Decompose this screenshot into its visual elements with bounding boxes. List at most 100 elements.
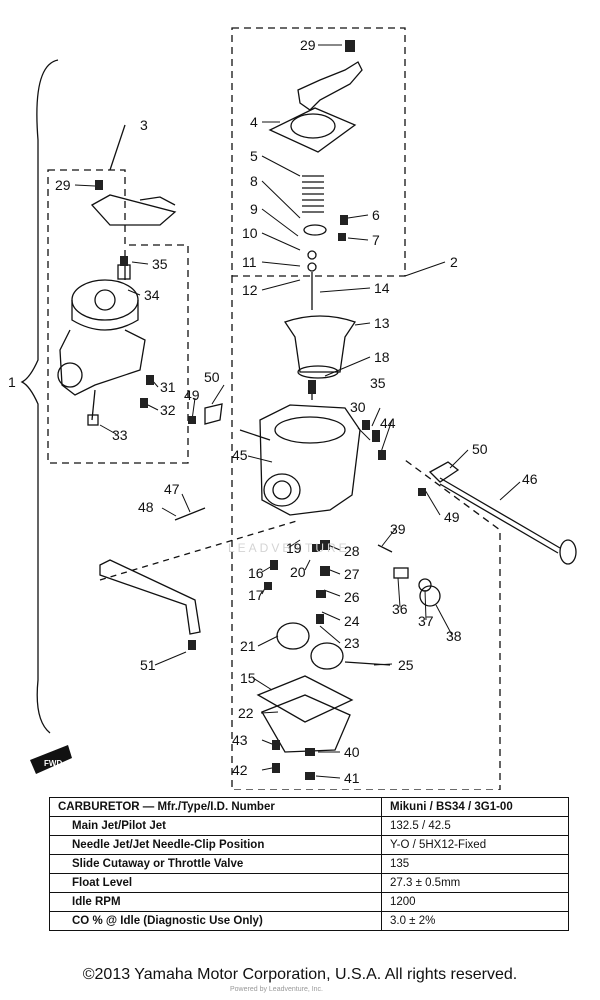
callout-11: 11 — [242, 254, 257, 270]
callout-18: 18 — [374, 349, 390, 365]
float-bowl — [261, 694, 351, 753]
top-cap — [268, 107, 357, 153]
copyright-notice: ©2013 Yamaha Motor Corporation, U.S.A. A… — [82, 966, 518, 983]
dashed-box-part-2 — [231, 27, 406, 277]
callout-37: 37 — [418, 613, 434, 629]
watermark: LEADVENTURE — [228, 541, 350, 555]
callout-36: 36 — [392, 601, 408, 617]
mini-carburetor-assembly — [57, 194, 177, 426]
spec-label: Slide Cutaway or Throttle Valve — [49, 854, 382, 874]
credit-watermark: Powered by Leadventure, Inc. — [230, 986, 324, 993]
callout-4: 4 — [250, 114, 258, 130]
callout-5: 5 — [250, 148, 258, 164]
callout-41: 41 — [344, 770, 360, 786]
carburetor-body — [259, 404, 361, 516]
callout-24: 24 — [344, 613, 360, 629]
front-direction-indicator: FWD — [30, 745, 72, 774]
callout-25: 25 — [398, 657, 414, 673]
callout-12: 12 — [242, 282, 258, 298]
spec-row: Idle RPM 1200 — [49, 892, 569, 912]
callout-49-right: 49 — [444, 509, 460, 525]
callout-29-left: 29 — [55, 177, 71, 193]
spec-label: Float Level — [49, 873, 382, 893]
throttle-shaft — [439, 477, 561, 549]
spec-header-value: Mikuni / BS34 / 3G1-00 — [381, 797, 569, 817]
callout-22: 22 — [238, 705, 254, 721]
screw-29-left — [95, 180, 103, 190]
callout-3: 3 — [140, 117, 148, 133]
callout-21: 21 — [240, 638, 256, 654]
callout-28: 28 — [344, 543, 360, 559]
callout-32: 32 — [160, 402, 176, 418]
callout-47: 47 — [164, 481, 180, 497]
spec-value: 135 — [381, 854, 569, 874]
dashed-outline-lower — [231, 276, 501, 790]
callout-33: 33 — [112, 427, 128, 443]
spec-row: CO % @ Idle (Diagnostic Use Only) 3.0 ± … — [49, 911, 569, 931]
spec-value: 1200 — [381, 892, 569, 912]
spec-value: 3.0 ± 2% — [381, 911, 569, 931]
callout-39: 39 — [390, 521, 406, 537]
spec-row: Float Level 27.3 ± 0.5mm — [49, 873, 569, 893]
spec-value: Y-O / 5HX12-Fixed — [381, 835, 569, 855]
spec-header-label: CARBURETOR — Mfr./Type/I.D. Number — [49, 797, 382, 817]
lever-50-right — [428, 461, 460, 483]
spec-row: Slide Cutaway or Throttle Valve 135 — [49, 854, 569, 874]
carburetor-exploded-diagram: FWD LEADVENTURE 29 4 5 8 9 10 11 12 6 7 … — [8, 27, 577, 790]
spec-label: CO % @ Idle (Diagnostic Use Only) — [49, 911, 382, 931]
callout-30: 30 — [350, 399, 366, 415]
callout-40: 40 — [344, 744, 360, 760]
cable-bracket — [99, 559, 201, 635]
spec-label: Needle Jet/Jet Needle-Clip Position — [49, 835, 382, 855]
callout-16: 16 — [248, 565, 264, 581]
callout-9: 9 — [250, 201, 258, 217]
callout-8: 8 — [250, 173, 258, 189]
callout-35-left: 35 — [152, 256, 168, 272]
callout-20: 20 — [290, 564, 306, 580]
carburetor-spec-table: CARBURETOR — Mfr./Type/I.D. Number Mikun… — [49, 797, 569, 931]
callout-51: 51 — [140, 657, 156, 673]
dashed-box-part-3 — [47, 169, 189, 464]
callout-50-left: 50 — [204, 369, 220, 385]
callout-23: 23 — [344, 635, 360, 651]
callout-50-right: 50 — [472, 441, 488, 457]
callout-10: 10 — [242, 225, 258, 241]
callout-1: 1 — [8, 374, 16, 390]
callout-19: 19 — [286, 540, 302, 556]
spec-value: 27.3 ± 0.5mm — [381, 873, 569, 893]
brace-part-1 — [20, 59, 59, 734]
throttle-lever-bracket — [297, 61, 363, 111]
spec-header-row: CARBURETOR — Mfr./Type/I.D. Number Mikun… — [49, 797, 569, 817]
callout-42: 42 — [232, 762, 248, 778]
callout-13: 13 — [374, 315, 390, 331]
callout-38: 38 — [446, 628, 462, 644]
callout-34: 34 — [144, 287, 160, 303]
callout-35-right: 35 — [370, 375, 386, 391]
callout-29-top: 29 — [300, 37, 316, 53]
callout-43: 43 — [232, 732, 248, 748]
callout-46: 46 — [522, 471, 538, 487]
screw-29-top — [345, 40, 355, 52]
callout-17: 17 — [248, 587, 264, 603]
callout-7: 7 — [372, 232, 380, 248]
callout-14: 14 — [374, 280, 390, 296]
callout-48: 48 — [138, 499, 154, 515]
spec-row: Main Jet/Pilot Jet 132.5 / 42.5 — [49, 816, 569, 836]
callout-2: 2 — [450, 254, 458, 270]
callout-6: 6 — [372, 207, 380, 223]
spec-row: Needle Jet/Jet Needle-Clip Position Y-O … — [49, 835, 569, 855]
callout-27: 27 — [344, 566, 360, 582]
callout-31: 31 — [160, 379, 176, 395]
callout-15: 15 — [240, 670, 256, 686]
spec-value: 132.5 / 42.5 — [381, 816, 569, 836]
dashed-leader — [99, 519, 301, 581]
spec-label: Idle RPM — [49, 892, 382, 912]
screw-47-48 — [174, 507, 206, 521]
vacuum-piston — [283, 315, 357, 373]
float-bowl-gasket — [256, 675, 354, 723]
callout-49-left: 49 — [184, 387, 200, 403]
callout-44: 44 — [380, 415, 396, 431]
front-tag: FWD — [44, 759, 62, 768]
throttle-spring — [302, 175, 324, 213]
callout-26: 26 — [344, 589, 360, 605]
